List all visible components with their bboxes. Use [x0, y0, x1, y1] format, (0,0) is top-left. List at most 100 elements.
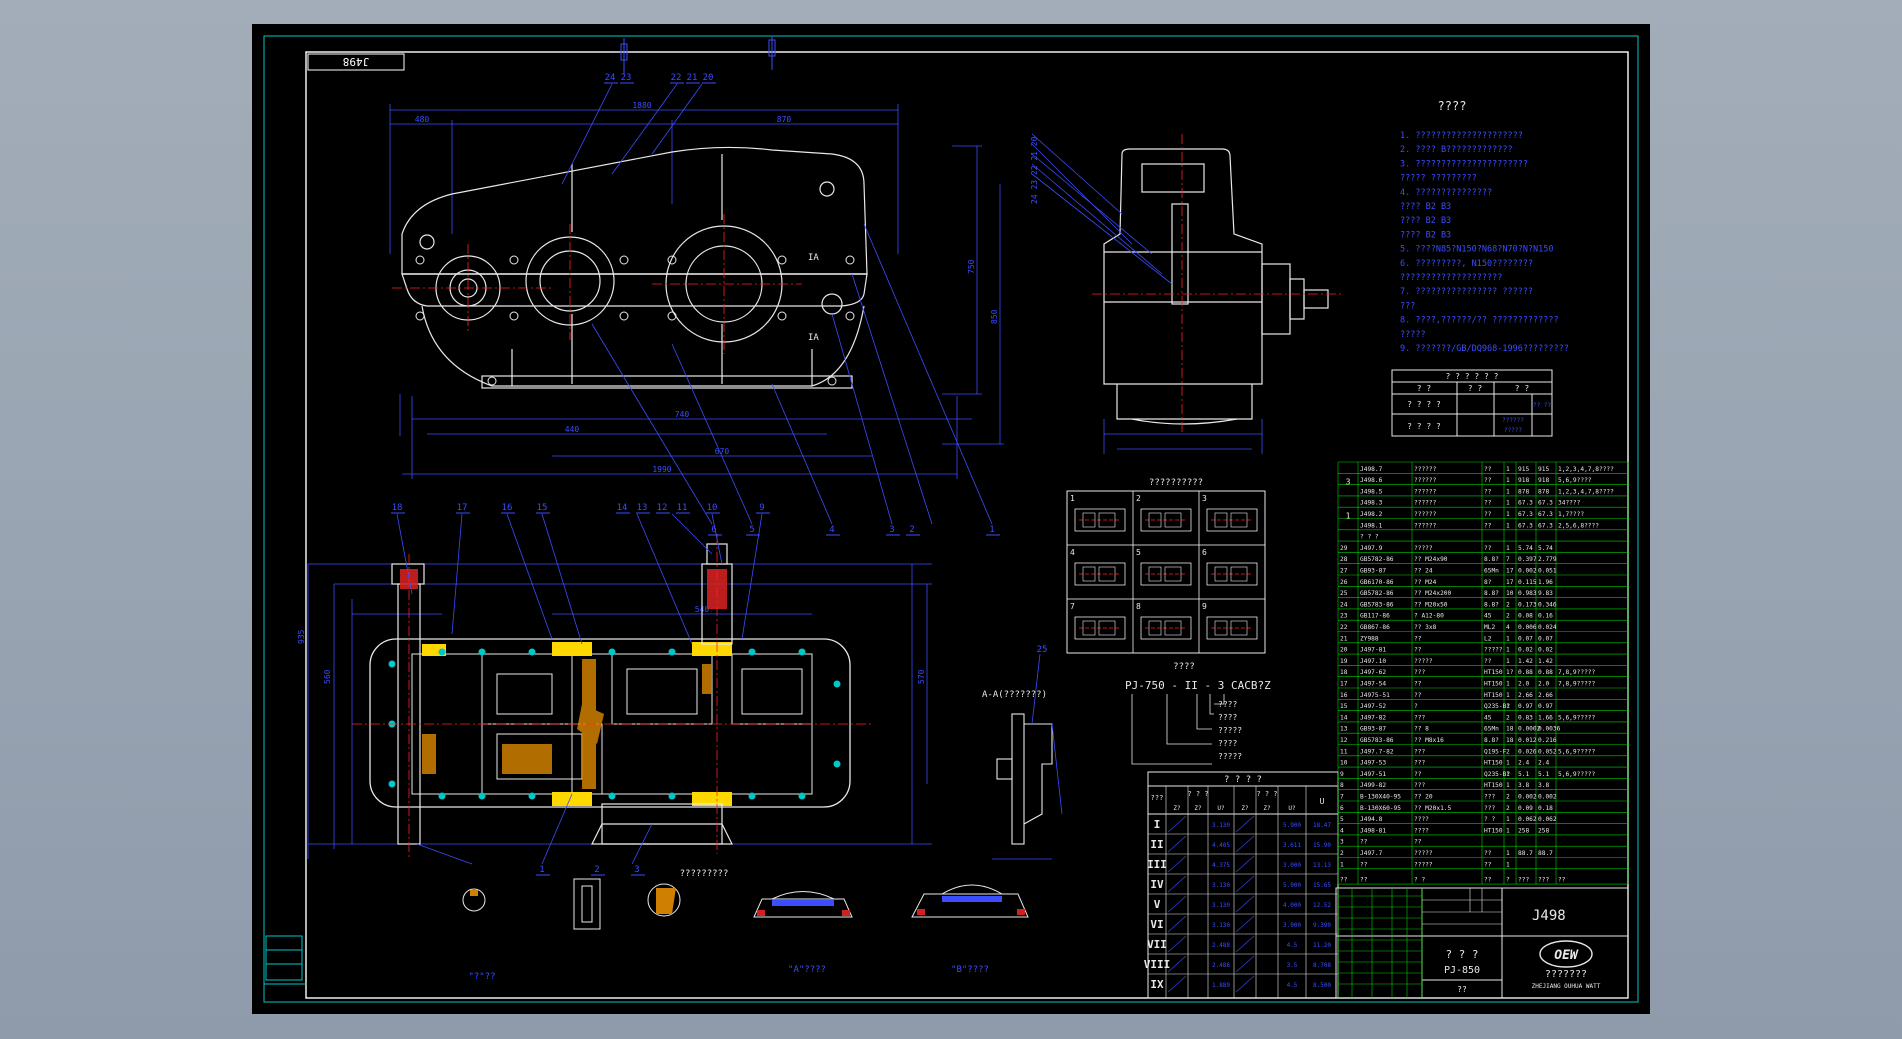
- tech-note-line: 1. ?????????????????????: [1400, 131, 1523, 141]
- balloon-label: 12: [657, 503, 668, 513]
- parts-cell: 5.1: [1518, 771, 1529, 778]
- bolt-icon: [478, 648, 486, 656]
- drawing-number: J498: [1532, 908, 1566, 924]
- parts-cell: 2: [1506, 601, 1510, 608]
- parts-cell: 1: [1506, 658, 1510, 665]
- drawing-sheet[interactable]: J498 1880 480: [252, 24, 1650, 1014]
- tech-note-line: 2. ???? B?????????????: [1400, 145, 1513, 155]
- parts-cell: 878: [1518, 488, 1529, 495]
- parts-cell: ??: [1484, 658, 1492, 665]
- parts-cell: ??????: [1414, 500, 1437, 507]
- parts-cell: J498.2: [1360, 511, 1383, 518]
- parts-cell: 1: [1506, 861, 1510, 868]
- aa-section-view[interactable]: A-A(???????) 25: [982, 645, 1063, 860]
- gear-config-number: 6: [1202, 548, 1207, 557]
- parts-cell: 918: [1538, 477, 1549, 484]
- bolt-icon: [833, 760, 841, 768]
- detail-view-label-3: "B"????: [951, 965, 989, 975]
- bolt-icon: [827, 376, 837, 386]
- parts-cell: ??????: [1414, 522, 1437, 529]
- parts-cell: 88.7: [1518, 850, 1533, 857]
- ratio-row-roman: VI: [1150, 918, 1163, 931]
- detail-views[interactable]: "?"?? "A"???? "B"????: [462, 878, 1029, 982]
- parts-cell: 0.88: [1538, 669, 1553, 676]
- parts-cell: 88.7: [1538, 850, 1553, 857]
- parts-cell: ? ?: [1414, 877, 1425, 884]
- tech-note-line: ???: [1400, 301, 1415, 311]
- parts-cell: 4: [1340, 827, 1344, 834]
- bolt-icon: [528, 648, 536, 656]
- balloon-label: 16: [502, 503, 513, 513]
- bearings: [422, 642, 732, 806]
- parts-cell: 67.3: [1518, 500, 1533, 507]
- parts-cell: 1: [1506, 760, 1510, 767]
- balloon-label: 17: [457, 503, 468, 513]
- parts-cell: GB5782-86: [1360, 556, 1394, 563]
- technical-notes[interactable]: ???? 1. ?????????????????????2. ???? B??…: [1400, 99, 1569, 354]
- parts-cell: ??: [1414, 771, 1422, 778]
- ratio-u1: 3.130: [1212, 902, 1230, 909]
- parts-cell: Q235-B?: [1484, 703, 1510, 710]
- parts-cell: 7,8,9?????: [1558, 669, 1596, 676]
- parts-cell: 0.83: [1518, 714, 1533, 721]
- margin-ticks: [620, 36, 776, 74]
- parts-cell: 878: [1538, 488, 1549, 495]
- cad-drawing[interactable]: J498 1880 480: [252, 24, 1650, 1014]
- parts-cell: 65Mn: [1484, 568, 1499, 575]
- svg-text:25: 25: [1037, 645, 1048, 655]
- plan-section-view[interactable]: 935 560 570 540: [297, 503, 932, 879]
- bolt-icon: [845, 255, 855, 265]
- balloon-label: 2: [594, 865, 599, 875]
- parts-cell: ?? M24x90: [1414, 556, 1448, 563]
- parts-cell: 0.16: [1538, 613, 1553, 620]
- rst-v3: ?????: [1504, 427, 1522, 434]
- parts-cell: ? ?: [1484, 816, 1495, 823]
- side-elevation-view[interactable]: 24 23 22 21 20: [1030, 133, 1342, 454]
- parts-cell: 0.346: [1538, 601, 1557, 608]
- parts-cell: ?????: [1414, 861, 1433, 868]
- parts-cell: 18: [1506, 726, 1514, 733]
- gear-config-number: 9: [1202, 602, 1207, 611]
- parts-cell: ??: [1360, 839, 1368, 846]
- title-block[interactable]: J498 ? ? ? PJ-850 ?? OEW ZHEJIANG OUHUA …: [1335, 887, 1629, 999]
- parts-cell: 0.07: [1518, 635, 1533, 642]
- parts-cell: J494.8: [1360, 816, 1383, 823]
- parts-cell: 3: [1340, 839, 1344, 846]
- parts-cell: ? A12-80: [1414, 613, 1444, 620]
- ratio-u2: 3.000: [1283, 862, 1301, 869]
- parts-cell: 1: [1506, 771, 1510, 778]
- ratio-u: 9.390: [1313, 922, 1331, 929]
- front-elevation-view[interactable]: 1880 480 870 740 440 670 1990 750 850: [389, 73, 1004, 536]
- ratio-row-roman: IX: [1150, 978, 1164, 991]
- parts-cell: 1: [1340, 861, 1344, 868]
- parts-cell: ??: [1484, 466, 1492, 473]
- parts-cell: 0.026: [1518, 748, 1537, 755]
- parts-cell: 918: [1518, 477, 1529, 484]
- model-code[interactable]: ???? PJ-750 - II - 3 CACB?Z ????????????…: [1125, 662, 1271, 765]
- parts-cell: HT150: [1484, 760, 1503, 767]
- ratio-u2: 4.5: [1287, 942, 1298, 949]
- right-small-table[interactable]: ? ? ? ? ? ? ? ? ? ? ? ? ? ? ? ? ? ? ? ? …: [1391, 369, 1553, 437]
- bolt-icon: [668, 792, 676, 800]
- rst-v1: ?? ??: [1533, 402, 1551, 409]
- dim-top-left: 480: [415, 115, 430, 124]
- parts-cell: ??: [1484, 877, 1492, 884]
- parts-cell: 2.0: [1518, 681, 1529, 688]
- bolt-icon: [845, 311, 855, 321]
- rst-h1: ? ?: [1417, 384, 1432, 393]
- parts-cell: 1: [1506, 466, 1510, 473]
- parts-cell: ??: [1414, 681, 1422, 688]
- parts-cell: 0.002: [1518, 568, 1537, 575]
- bolt-icon: [619, 311, 629, 321]
- balloon-label: 4: [829, 525, 834, 535]
- parts-cell: ?? M20x1.5: [1414, 805, 1452, 812]
- parts-cell: 10: [1506, 590, 1514, 597]
- parts-cell: GB5783-86: [1360, 601, 1394, 608]
- parts-cell: 2: [1506, 748, 1510, 755]
- parts-cell: 2.4: [1518, 760, 1529, 767]
- parts-cell: ZY988: [1360, 635, 1379, 642]
